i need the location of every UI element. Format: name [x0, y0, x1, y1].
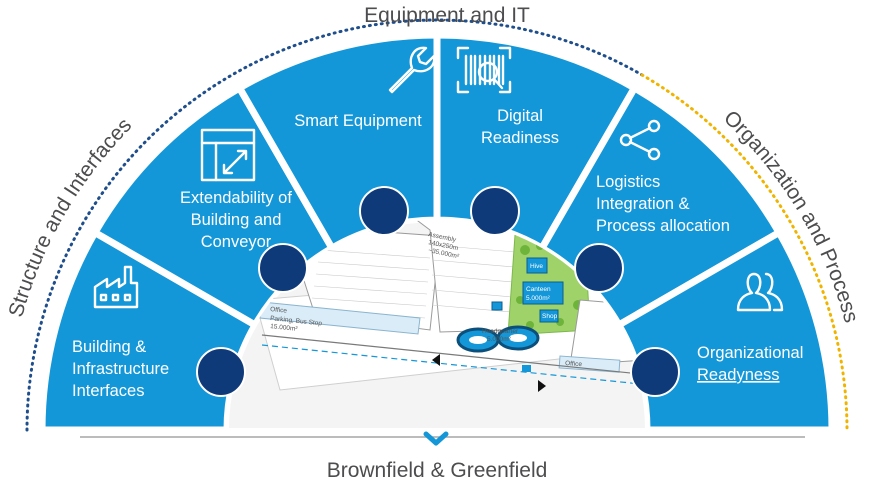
canteen-building: [522, 281, 564, 305]
dotted-arc-structure-equipment: [25, 18, 644, 432]
map-label-headquarter: Headquarter: [482, 328, 519, 335]
headquarter-building: [456, 325, 540, 353]
segment-label-line: Smart Equipment: [294, 112, 422, 130]
segment-label-line: Integration &: [596, 195, 690, 213]
segment-label-line: Organizational: [697, 344, 803, 362]
segment-label: Smart Equipment: [294, 112, 422, 130]
segment-label-line: Readyness: [697, 366, 780, 384]
map-label-canteen-area: 5.000m²: [526, 295, 551, 302]
marker-dot-4[interactable]: [470, 186, 520, 236]
marker-dot-2[interactable]: [258, 243, 308, 293]
barcode-scan-icon: [456, 46, 512, 94]
segment-label-line: Process allocation: [596, 217, 730, 235]
bottom-label: Brownfield & Greenfield: [327, 459, 548, 482]
map-label-office-left: Office: [270, 306, 288, 315]
marker-dot-1[interactable]: [196, 347, 246, 397]
map-label-headquarter-area: 5.000m²: [487, 336, 512, 343]
marker-dot-5[interactable]: [574, 243, 624, 293]
wrench-icon: [388, 46, 436, 94]
segment-label-line: Conveyor: [201, 233, 272, 251]
segment-label-line: Digital: [497, 107, 543, 125]
map-label-parking-area: 15.000m²: [270, 323, 299, 333]
shop-building: [539, 309, 559, 323]
factory-icon: [93, 265, 139, 309]
segment-label-line: Readiness: [481, 129, 559, 147]
arc-label-top: Equipment and IT: [364, 4, 530, 27]
segment-label-line: Extendability of: [180, 189, 292, 207]
dotted-arc-organization: [640, 73, 849, 432]
people-icon: [736, 272, 784, 312]
map-label-hive: Hive: [530, 263, 543, 270]
marker-dot-6[interactable]: [630, 347, 680, 397]
segment-label-line: Building &: [72, 338, 146, 356]
map-label-canteen: Canteen: [526, 286, 551, 293]
chevron-down-icon[interactable]: [423, 431, 449, 446]
map-label-shop: Shop: [542, 313, 558, 320]
marker-dot-3[interactable]: [359, 186, 409, 236]
map-label-office-right: Office: [565, 360, 583, 368]
hive-building: [526, 257, 548, 274]
marker-dots: [196, 186, 680, 397]
expand-layout-icon: [200, 128, 256, 182]
segment-label-line: Logistics: [596, 173, 660, 191]
site-map: Assembly 140x250m ~35.000m² Hive Canteen…: [224, 218, 650, 432]
segment-label-line: Interfaces: [72, 382, 144, 400]
share-network-icon: [619, 119, 661, 161]
segment-label-line: Infrastructure: [72, 360, 169, 378]
segment-label-line: Building and: [191, 211, 282, 229]
